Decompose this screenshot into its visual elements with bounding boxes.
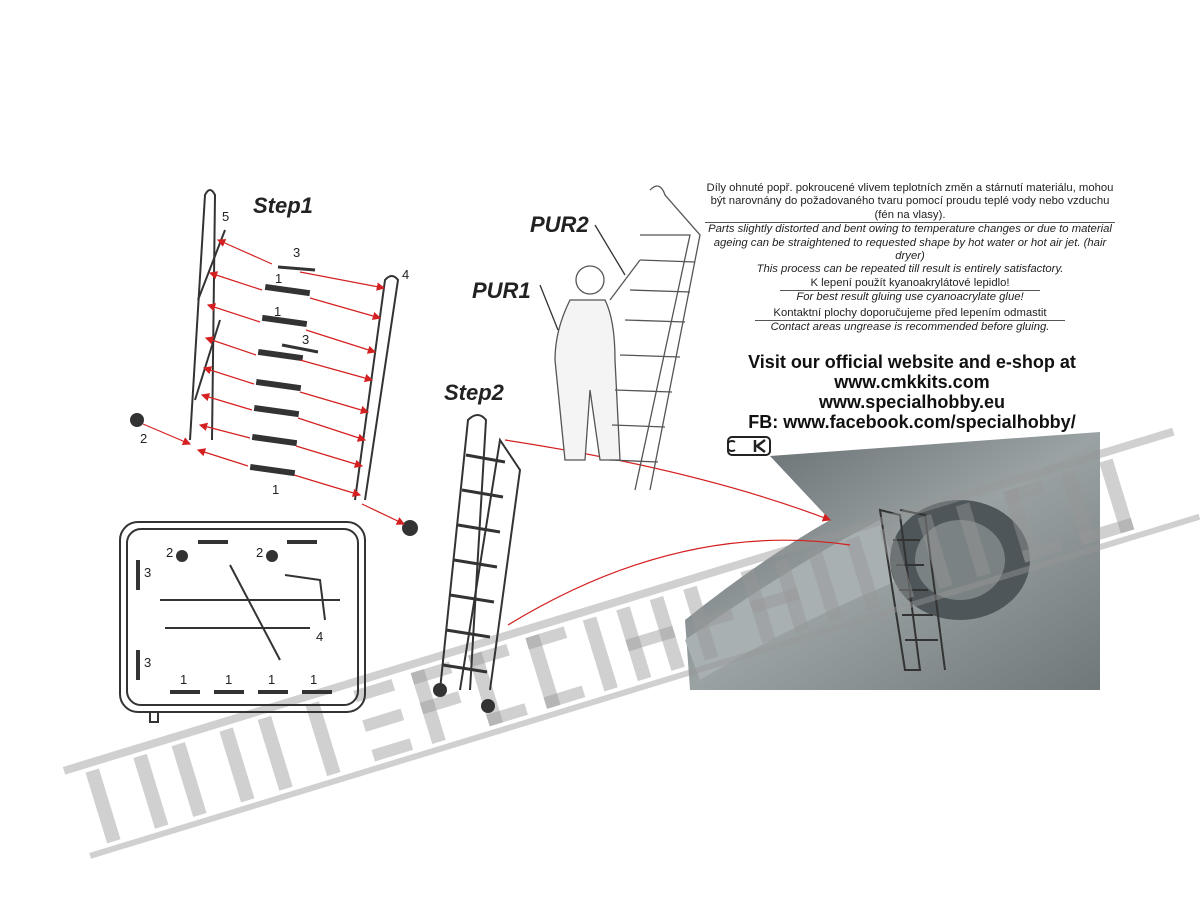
step1-diagram — [130, 189, 418, 536]
part-number: 2 — [256, 545, 264, 560]
part-number: 3 — [144, 565, 152, 580]
part-number: 1 — [225, 672, 233, 687]
note-en-repeat: This process can be repeated till result… — [756, 263, 1064, 276]
step1-label: Step1 — [253, 193, 313, 218]
part-number: 1 — [268, 672, 276, 687]
assembly-arrows — [142, 239, 851, 626]
sprue-frame — [119, 521, 366, 723]
pur2-label: PUR2 — [530, 212, 589, 237]
part-number: 1 — [272, 482, 280, 497]
note-cz-straighten: Díly ohnuté popř. pokroucené vlivem tepl… — [705, 182, 1115, 224]
note-en-ungrease: Contact areas ungrease is recommended be… — [770, 321, 1050, 334]
watermark-graphic — [62, 427, 1200, 859]
note-cz-ungrease: Kontaktní plochy doporučujeme před lepen… — [755, 307, 1065, 322]
part-number: 4 — [402, 267, 410, 282]
pur1-label: PUR1 — [472, 278, 531, 303]
note-en-glue: For best result gluing use cyanoacrylate… — [796, 291, 1024, 304]
pilot-figure-with-ladder — [539, 185, 701, 491]
note-en-straighten: Parts slightly distorted and bent owing … — [708, 223, 1112, 263]
part-number: 2 — [140, 431, 148, 446]
part-number: 3 — [293, 245, 301, 260]
part-number: 5 — [222, 209, 230, 224]
part-number: 1 — [275, 271, 283, 286]
cmk-logo — [727, 436, 771, 456]
part-number: 4 — [316, 629, 324, 644]
step2-ladder — [433, 414, 522, 713]
aircraft-photo — [685, 432, 1100, 690]
facebook-link[interactable]: FB: www.facebook.com/specialhobby/ — [748, 412, 1076, 432]
part-number: 1 — [180, 672, 188, 687]
step2-label: Step2 — [444, 380, 504, 405]
part-number: 3 — [144, 655, 152, 670]
instructions-notes: Díly ohnuté popř. pokroucené vlivem tepl… — [702, 182, 1118, 334]
note-cz-glue: K lepení použít kyanoakrylátové lepidlo! — [780, 277, 1040, 292]
part-number: 1 — [274, 304, 282, 319]
part-number: 2 — [166, 545, 174, 560]
website-link[interactable]: www.specialhobby.eu — [818, 392, 1006, 412]
part-number: 3 — [302, 332, 310, 347]
part-number: 1 — [310, 672, 318, 687]
website-info: Visit our official website and e-shop at… — [702, 352, 1122, 432]
visit-text: Visit our official website and e-shop at — [748, 352, 1076, 372]
website-link[interactable]: www.cmkkits.com — [834, 372, 990, 392]
